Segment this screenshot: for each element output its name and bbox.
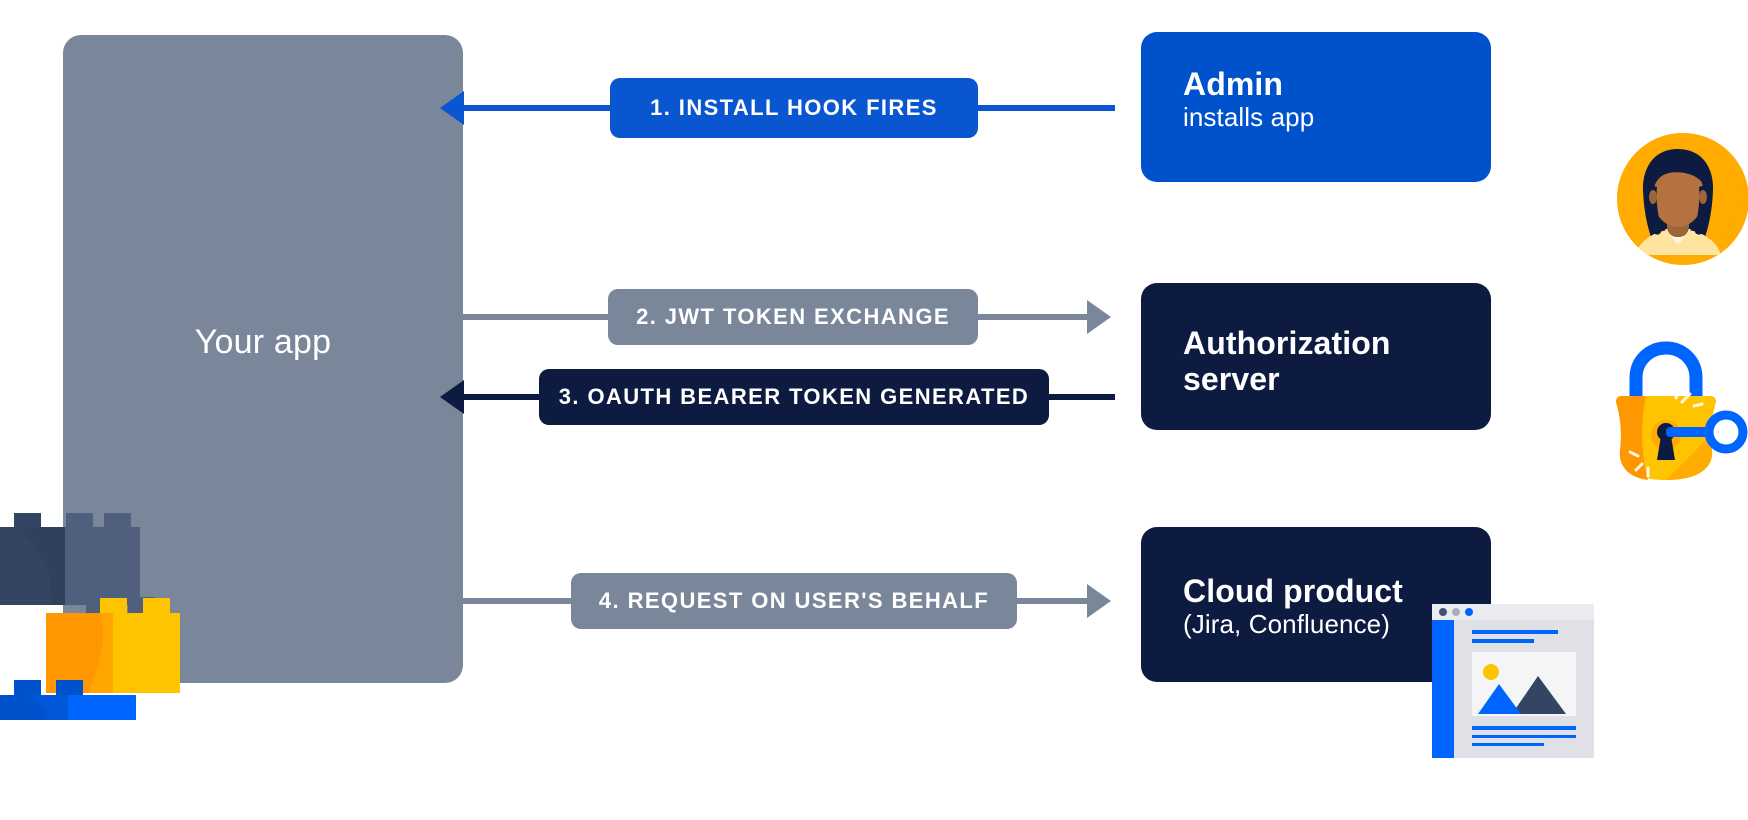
step-label-2[interactable]: 2. JWT TOKEN EXCHANGE (608, 289, 978, 345)
node-title-admin: Admin (1183, 66, 1284, 102)
arrow-head-step-2 (1087, 300, 1111, 334)
step-label-1[interactable]: 1. INSTALL HOOK FIRES (610, 78, 978, 138)
your-app-label: Your app (194, 323, 332, 361)
padlock-key-icon (1598, 340, 1748, 485)
node-subtitle-cloud-product: (Jira, Confluence) (1183, 609, 1390, 640)
node-title-authorization-server-line1: Authorization (1183, 325, 1391, 361)
step-label-4[interactable]: 4. REQUEST ON USER'S BEHALF (571, 573, 1017, 629)
node-card-authorization-server[interactable]: Authorization server (1141, 283, 1491, 430)
node-card-admin[interactable]: Admin installs app (1141, 32, 1491, 182)
node-subtitle-admin: installs app (1183, 102, 1315, 133)
arrow-head-step-1 (440, 91, 464, 125)
step-label-3[interactable]: 3. OAUTH BEARER TOKEN GENERATED (539, 369, 1049, 425)
arrow-head-step-4 (1087, 584, 1111, 618)
browser-window-icon (1426, 600, 1596, 760)
user-avatar-icon (1612, 128, 1748, 270)
node-title-authorization-server-line2: server (1183, 361, 1280, 398)
lego-bricks-icon (0, 505, 210, 740)
node-title-cloud-product: Cloud product (1183, 573, 1403, 609)
arrow-head-step-3 (440, 380, 464, 414)
